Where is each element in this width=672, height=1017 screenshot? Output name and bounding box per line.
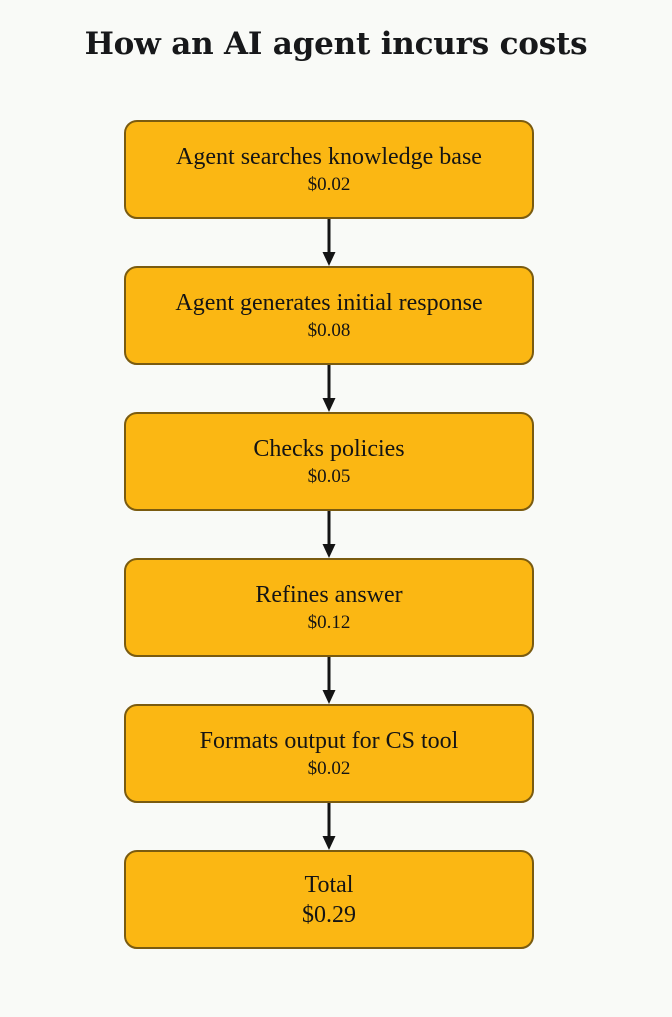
flow-node-amount: $0.12 xyxy=(307,611,351,633)
flow-connector-arrow xyxy=(124,511,534,558)
flow-node-total[interactable]: Total $0.29 xyxy=(124,850,534,949)
flow-node-step[interactable]: Checks policies $0.05 xyxy=(124,412,534,511)
flow-node-amount: $0.29 xyxy=(302,901,356,928)
flow-connector-arrow xyxy=(124,803,534,850)
flow-node-label: Agent searches knowledge base xyxy=(176,143,482,170)
flow-node-step[interactable]: Refines answer $0.12 xyxy=(124,558,534,657)
flow-connector-arrow xyxy=(124,219,534,266)
flow-node: Total $0.29 xyxy=(124,850,534,949)
flow-node-step[interactable]: Agent searches knowledge base $0.02 xyxy=(124,120,534,219)
flow-node-label: Agent generates initial response xyxy=(175,289,483,316)
flow-node-label: Formats output for CS tool xyxy=(199,727,459,754)
flow-node: Formats output for CS tool $0.02 xyxy=(124,704,534,803)
flow-node-step[interactable]: Formats output for CS tool $0.02 xyxy=(124,704,534,803)
flow-node-label: Total xyxy=(304,871,354,898)
flow-node-amount: $0.08 xyxy=(307,319,351,341)
flow-node-label: Checks policies xyxy=(253,435,405,462)
flow-node: Refines answer $0.12 xyxy=(124,558,534,657)
flow-connector-arrow xyxy=(124,365,534,412)
flow-node-amount: $0.02 xyxy=(307,757,351,779)
flow-node: Checks policies $0.05 xyxy=(124,412,534,511)
flow-node: Agent searches knowledge base $0.02 xyxy=(124,120,534,219)
flow-node-step[interactable]: Agent generates initial response $0.08 xyxy=(124,266,534,365)
flow-connector-arrow xyxy=(124,657,534,704)
flow-node-amount: $0.05 xyxy=(307,465,351,487)
flow-node-amount: $0.02 xyxy=(307,173,351,195)
page-title: How an AI agent incurs costs xyxy=(84,26,588,62)
flow-node-label: Refines answer xyxy=(255,581,403,608)
flow-node: Agent generates initial response $0.08 xyxy=(124,266,534,365)
